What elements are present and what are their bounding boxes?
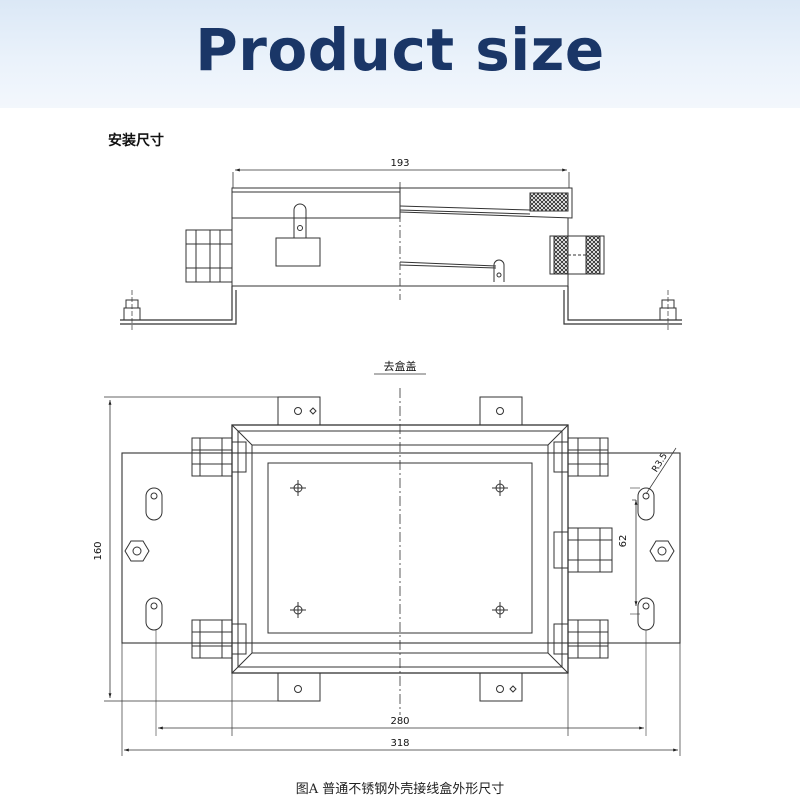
dim-height-160: 160 [93,541,104,560]
top-view-drawing [104,388,681,756]
top-view-label: 去盒盖 [384,359,417,373]
header-banner: Product size [0,0,800,108]
dim-radius-r35: R3.5 [651,452,670,475]
side-view-label: 安装尺寸 [108,133,164,149]
side-view-drawing [120,168,682,332]
figure-caption: 图A 普通不锈钢外壳接线盒外形尺寸 [295,782,505,797]
dim-width-318: 318 [390,738,409,749]
dim-width-193: 193 [390,158,409,169]
page-title: Product size [195,16,605,84]
dim-width-280: 280 [390,716,409,727]
dim-slot-spacing-62: 62 [618,535,629,548]
